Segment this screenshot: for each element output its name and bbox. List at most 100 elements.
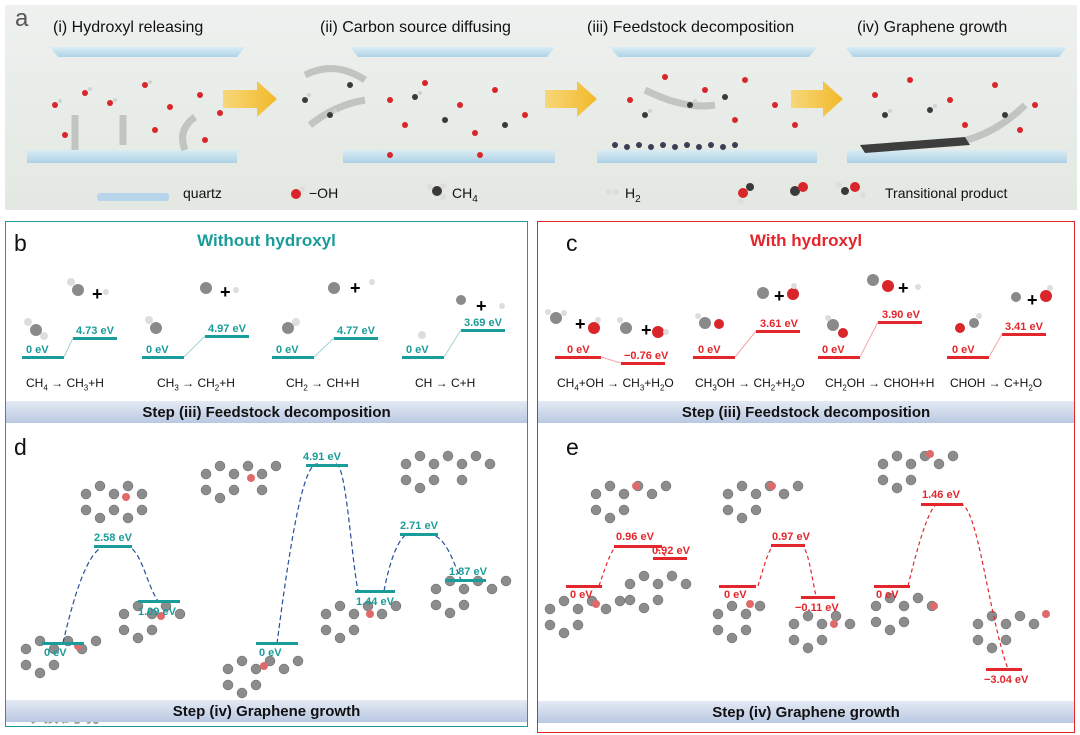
svg-text:+: + (575, 314, 586, 334)
equation-part: 2 (842, 383, 847, 393)
e-level-9: −3.04 eV (984, 674, 1029, 686)
equation-part: OH → CHOH+H (846, 376, 935, 390)
d-level-8: 1.87 eV (449, 566, 488, 578)
d-level-4: 0 eV (259, 647, 282, 659)
svg-text:+: + (350, 278, 361, 298)
c-eq-1: CH4+OH → CH3+H2O (557, 376, 674, 392)
svg-text:+: + (92, 284, 103, 304)
b-r3-end: 4.77 eV (337, 325, 376, 337)
legend-icons (97, 182, 866, 204)
equation-part: O (1032, 376, 1043, 390)
equation-part: CH (557, 376, 575, 390)
equation-part: 4 (574, 383, 579, 393)
c-r2-end: 3.61 eV (760, 318, 799, 330)
panel-d-energy-diagram: 0 eV 2.58 eV 1.09 eV 0 eV 4.91 eV 1.44 e… (20, 450, 512, 699)
c-r1-end: −0.76 eV (624, 350, 669, 362)
panel-e-step-banner: Step (iv) Graphene growth (538, 701, 1074, 723)
c-r4-end: 3.41 eV (1005, 321, 1044, 333)
equation-part: OH → CH (716, 376, 771, 390)
legend-quartz: quartz (183, 185, 222, 201)
c-r2-start: 0 eV (698, 344, 721, 356)
svg-text:+: + (476, 296, 487, 316)
equation-part: 2 (770, 383, 776, 393)
d-level-7: 2.71 eV (400, 520, 439, 532)
panel-e-energy-diagram: 0 eV 0.96 eV 0.92 eV 0 eV 0.97 eV −0.11 … (544, 450, 1050, 686)
d-level-6: 1.44 eV (356, 596, 395, 608)
panel-with-hydroxyl: c With hydroxyl + + + + + (537, 221, 1075, 733)
panel-c-step-banner: Step (iii) Feedstock decomposition (538, 401, 1074, 423)
legend-ch4: CH4 (452, 185, 478, 205)
panel-b-step-banner: Step (iii) Feedstock decomposition (6, 401, 527, 423)
equation-part: CHOH → C+H (950, 376, 1029, 390)
e-level-5: 0.97 eV (772, 531, 811, 543)
panel-c-letter: c (566, 230, 578, 256)
quartz-plates (27, 47, 1067, 163)
equation-part: 2 (659, 383, 665, 393)
b-eq-3: CH2 → CH+H (286, 376, 360, 393)
graphene-fragments (20, 450, 512, 699)
panel-d-letter: d (14, 434, 27, 460)
e-level-7: 0 eV (876, 589, 899, 601)
panel-d-step-banner: Step (iv) Graphene growth (6, 700, 527, 722)
panel-e-letter: e (566, 434, 579, 460)
e-level-8: 1.46 eV (922, 489, 961, 501)
b-eq-4: CH → C+H (415, 376, 476, 390)
c-r1-start: 0 eV (567, 344, 590, 356)
b-eq-1: CH4 → CH3+H (26, 376, 104, 393)
b-eq-2: CH3 → CH2+H (157, 376, 235, 393)
stage-label-1: (i) Hydroxyl releasing (53, 19, 204, 36)
equation-part: O (795, 376, 805, 390)
legend-h2: H2 (625, 185, 641, 205)
e-level-4: 0 eV (724, 589, 747, 601)
equation-part: O (664, 376, 674, 390)
c-eq-3: CH2OH → CHOH+H (825, 376, 934, 392)
molecules (52, 74, 1038, 158)
stage-label-4: (iv) Graphene growth (857, 19, 1008, 36)
process-illustration (27, 47, 1067, 204)
equation-part: +H (644, 376, 660, 390)
c-r4-start: 0 eV (952, 344, 975, 356)
b-r4-end: 3.69 eV (464, 317, 503, 329)
equation-part: 2 (1028, 383, 1033, 393)
svg-text:+: + (774, 286, 785, 306)
molecule-glyphs-c: + + + + + (545, 274, 1053, 340)
graphene-fragments-e (544, 450, 1040, 654)
b-r1-end: 4.73 eV (76, 325, 115, 337)
panel-b-energy-diagram: + + + + 0 eV 4.73 eV 0 eV 4.97 eV 0 eV 4… (22, 278, 505, 359)
b-r2-start: 0 eV (146, 344, 169, 356)
panel-a: a (i) Hydroxyl releasing (ii) Carbon sou… (5, 5, 1077, 210)
equation-part: 3 (712, 383, 717, 393)
diffusion-arrows (71, 65, 1028, 152)
molecule-glyphs: + + + + (24, 278, 505, 340)
b-r3-start: 0 eV (276, 344, 299, 356)
svg-text:+: + (1027, 290, 1038, 310)
panel-c-title: With hydroxyl (749, 231, 863, 250)
panel-without-hydroxyl: b Without hydroxyl + + + + 0 eV (5, 221, 528, 727)
b-r4-start: 0 eV (406, 344, 429, 356)
equation-part: +H (775, 376, 791, 390)
d-level-3: 1.09 eV (138, 606, 177, 618)
b-r1-start: 0 eV (26, 344, 49, 356)
panel-b-title: Without hydroxyl (197, 231, 336, 250)
e-level-3: 0.92 eV (652, 545, 691, 557)
c-eq-2: CH3OH → CH2+H2O (695, 376, 805, 392)
panel-c-energy-diagram: + + + + + 0 eV −0.76 eV 0 eV 3.61 eV 0 e… (545, 274, 1053, 365)
equation-part: 3 (639, 383, 645, 393)
e-level-1: 0 eV (570, 589, 593, 601)
svg-text:+: + (641, 320, 652, 340)
stage-arrows (223, 81, 843, 117)
d-level-2: 2.58 eV (94, 532, 133, 544)
equation-part: CH (695, 376, 713, 390)
d-level-1: 0 eV (44, 647, 67, 659)
e-level-6: −0.11 eV (795, 602, 839, 614)
e-level-2: 0.96 eV (616, 531, 655, 543)
equation-part: 2 (790, 383, 796, 393)
c-eq-4: CHOH → C+H2O (950, 376, 1042, 392)
legend-transitional: Transitional product (885, 185, 1008, 201)
panel-a-letter: a (15, 5, 29, 32)
stage-label-2: (ii) Carbon source diffusing (320, 19, 511, 36)
c-r3-end: 3.90 eV (882, 309, 921, 321)
b-r2-end: 4.97 eV (208, 323, 247, 335)
equation-part: CH (825, 376, 843, 390)
equation-part: +OH → CH (578, 376, 640, 390)
